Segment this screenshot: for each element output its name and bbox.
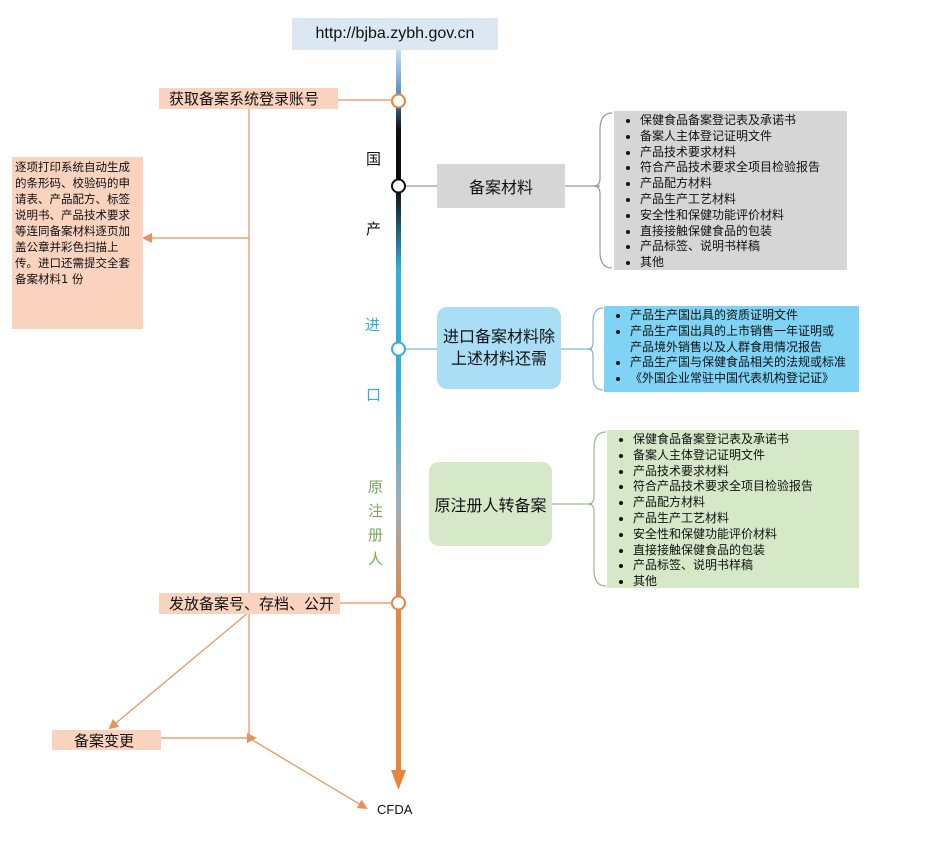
list-item: 产品技术要求材料: [633, 464, 855, 480]
list-item: 产品标签、说明书样稿: [633, 558, 855, 574]
list-item: 产品标签、说明书样稿: [640, 239, 843, 255]
axis-label-orig-3: 册: [368, 526, 384, 544]
brace-import: [587, 307, 604, 391]
main-axis-arrowhead: [391, 770, 406, 790]
branch-orig-label: 原注册人转备案: [429, 462, 552, 546]
node-import: [391, 341, 406, 357]
arrow-to-cfda: [248, 737, 368, 810]
top-url: http://bjba.zybh.gov.cn: [292, 18, 498, 50]
import-materials-list: 产品生产国出具的资质证明文件 产品生产国出具的上市销售一年证明或 产品境外销售以…: [604, 306, 859, 392]
list-item: 安全性和保健功能评价材料: [640, 208, 843, 224]
axis-label-orig-2: 注: [368, 502, 384, 520]
node-login: [391, 93, 406, 109]
domestic-materials-list: 保健食品备案登记表及承诺书 备案人主体登记证明文件 产品技术要求材料 符合产品技…: [614, 111, 847, 270]
list-item: 《外国企业常驻中国代表机构登记证》: [630, 371, 855, 387]
axis-label-orig-1: 原: [368, 478, 384, 496]
step-record-change: 备案变更: [52, 730, 161, 750]
brace-orig: [587, 431, 607, 587]
list-item: 产品生产工艺材料: [633, 511, 855, 527]
list-item: 其他: [633, 574, 855, 590]
list-item: 产品生产国出具的上市销售一年证明或: [630, 324, 855, 340]
branch-import-label: 进口备案材料除上述材料还需: [437, 307, 561, 389]
list-item: 备案人主体登记证明文件: [640, 129, 843, 145]
orig-registrant-materials-list: 保健食品备案登记表及承诺书 备案人主体登记证明文件 产品技术要求材料 符合产品技…: [607, 430, 859, 588]
list-item: 符合产品技术要求全项目检验报告: [633, 479, 855, 495]
list-item: 符合产品技术要求全项目检验报告: [640, 160, 843, 176]
list-item: 备案人主体登记证明文件: [633, 448, 855, 464]
step-issue-number: 发放备案号、存档、公开: [159, 593, 340, 614]
step-login-account: 获取备案系统登录账号: [159, 88, 338, 109]
brace-domestic: [593, 112, 613, 269]
list-item: 安全性和保健功能评价材料: [633, 527, 855, 543]
list-item: 产品技术要求材料: [640, 145, 843, 161]
main-axis: [396, 50, 401, 780]
branch-domestic-label: 备案材料: [437, 164, 565, 208]
list-item: 产品配方材料: [640, 176, 843, 192]
axis-label-import-2: 口: [366, 386, 382, 404]
list-item: 产品生产工艺材料: [640, 192, 843, 208]
list-item: 产品境外销售以及人群食用情况报告: [630, 339, 823, 354]
axis-label-domestic-1: 国: [366, 150, 382, 168]
list-item: 保健食品备案登记表及承诺书: [633, 432, 855, 448]
axis-label-orig-4: 人: [368, 550, 384, 568]
arrow-issue-to-change: [108, 611, 250, 730]
axis-label-domestic-2: 产: [366, 220, 382, 238]
list-item: 直接接触保健食品的包装: [633, 543, 855, 559]
list-item: 产品配方材料: [633, 495, 855, 511]
list-item: 保健食品备案登记表及承诺书: [640, 113, 843, 129]
node-domestic: [391, 178, 406, 194]
list-item: 产品生产国出具的资质证明文件: [630, 308, 855, 324]
list-item: 产品生产国与保健食品相关的法规或标准: [630, 355, 855, 371]
node-issue: [391, 595, 406, 611]
print-note: 逐项打印系统自动生成的条形码、校验码的申请表、产品配方、标签说明书、产品技术要求…: [12, 157, 143, 329]
cfda-endpoint: CFDA: [377, 802, 413, 817]
list-item: 直接接触保健食品的包装: [640, 224, 843, 240]
list-item: 其他: [640, 255, 843, 271]
axis-label-import-1: 进: [365, 316, 381, 334]
